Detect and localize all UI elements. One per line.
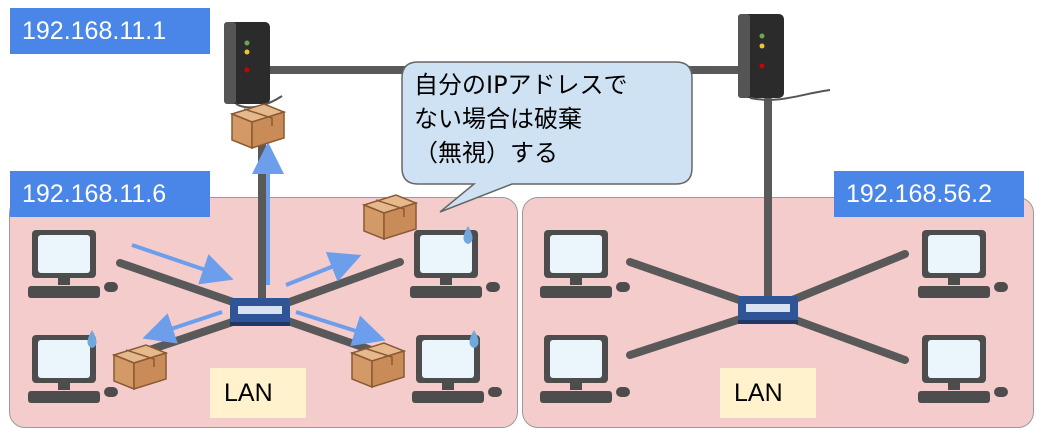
speech-bubble: [401, 61, 693, 213]
arrow-switch-to-pc2: [285, 251, 362, 287]
lan-label-left: LAN: [210, 368, 306, 418]
packet-box-icon: [231, 103, 285, 149]
packet-arrows: [131, 142, 386, 346]
arrow-switch-to-pc3: [142, 310, 223, 344]
switch-right-icon: [738, 296, 798, 324]
pc-left-1-icon: [28, 230, 118, 298]
ip-label-lan-left: 192.168.11.6: [10, 171, 210, 217]
sweat-drop-icon: [87, 330, 97, 348]
packet-box-icon: [113, 344, 167, 390]
speech-bubble-text: 自分のIPアドレスで ない場合は破棄 （無視）する: [414, 71, 628, 167]
pc-left-2-icon: [410, 230, 500, 298]
arrow-switch-to-pc4: [295, 310, 386, 346]
packet-box-icon: [363, 194, 417, 240]
pc-right-2-icon: [918, 230, 1008, 298]
sweat-drop-icon: [463, 226, 473, 244]
pc-right-3-icon: [540, 335, 630, 403]
pc-right-1-icon: [540, 230, 630, 298]
pc-left-4-icon: [412, 335, 502, 403]
ip-label-lan-right: 192.168.56.2: [834, 171, 1024, 217]
router-right-icon: [738, 14, 831, 101]
switch-left-icon: [230, 298, 290, 326]
lan-label-right: LAN: [720, 368, 816, 418]
arrow-pc1-to-switch: [131, 243, 234, 285]
ip-label-router-left: 192.168.11.1: [10, 8, 210, 54]
router-left-icon: [224, 22, 283, 109]
pc-left-3-icon: [28, 335, 118, 403]
pc-right-4-icon: [918, 335, 1008, 403]
sweat-drop-icon: [469, 330, 479, 348]
